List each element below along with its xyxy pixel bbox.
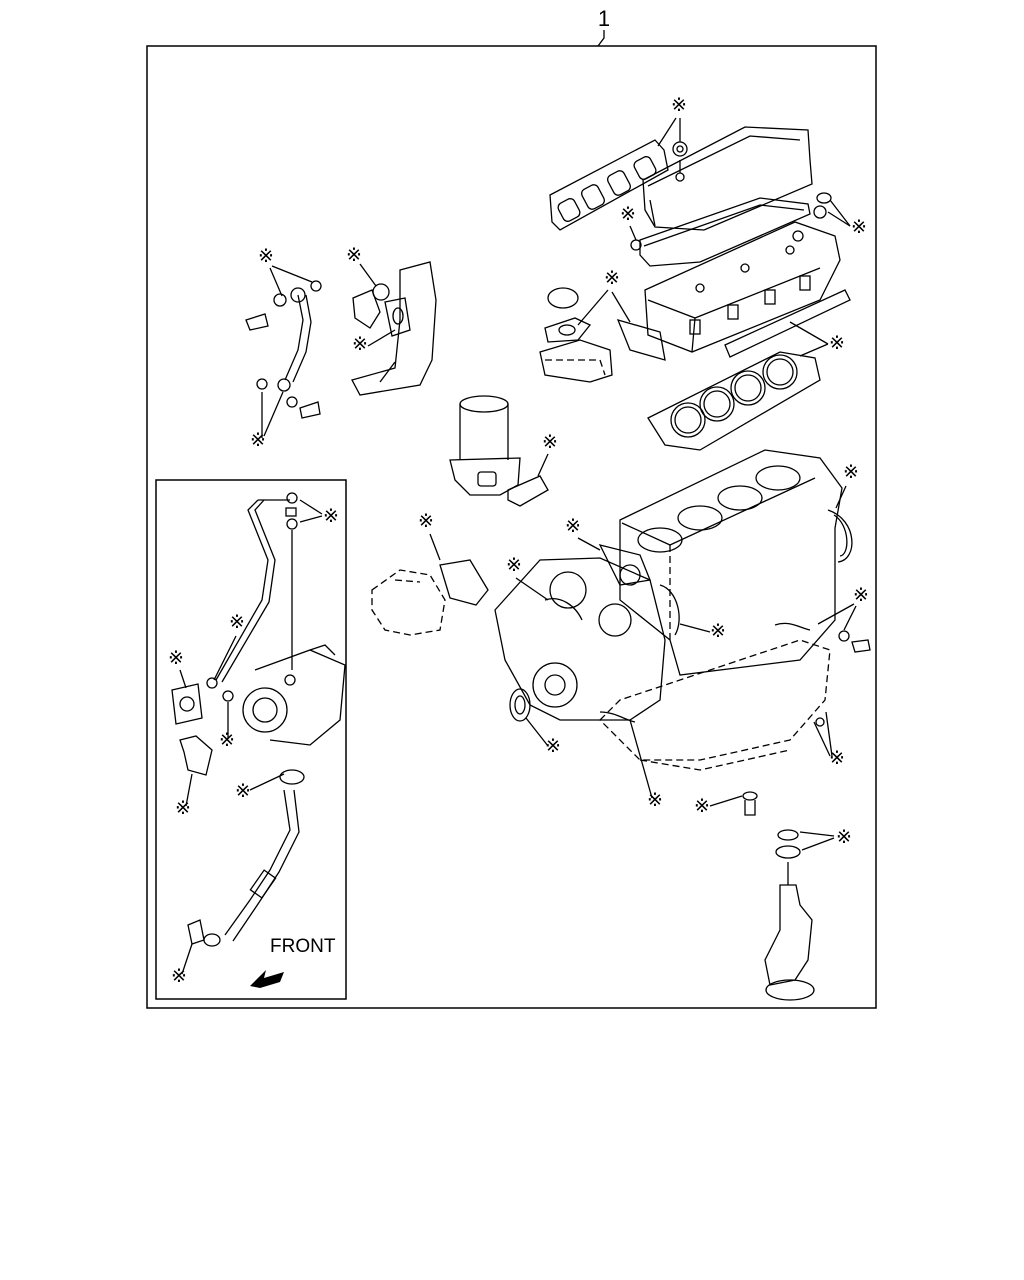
rocker-cover [642,126,813,231]
intake-manifold-gasket [724,289,851,358]
marker: ※ [851,216,867,238]
turbocharger [206,644,346,746]
turbo-oil-return-pipe [187,769,305,947]
marker: ※ [229,611,245,633]
marker: ※ [694,795,710,817]
oil-pan [599,622,871,771]
drain-plug [742,791,758,816]
marker: ※ [352,333,368,355]
marker: ※ [604,267,620,289]
head-gasket [647,351,821,451]
marker: ※ [565,515,581,537]
marker: ※ [175,797,191,819]
timing-case [494,544,666,721]
marker: ※ [710,620,726,642]
front-arrow-icon [250,970,284,988]
marker: ※ [168,647,184,669]
marker: ※ [235,780,251,802]
oil-filter [449,395,521,496]
item-number: 1 [598,6,610,31]
marker: ※ [545,735,561,757]
oil-pump [764,829,815,1001]
cylinder-head [644,221,841,353]
marker: ※ [258,245,274,267]
marker: ※ [323,505,339,527]
marker: ※ [829,332,845,354]
cylinder-block [619,449,843,676]
marker: ※ [542,431,558,453]
marker: ※ [620,203,636,225]
rocker-cover-gasket [639,197,811,267]
marker: ※ [829,747,845,769]
front-label: FRONT [270,936,336,957]
marker: ※ [671,94,687,116]
oil-filter-gasket [507,475,549,507]
water-return-pipe [245,280,322,419]
water-pipe [351,261,437,396]
front-cover-gasket [371,569,446,636]
marker: ※ [843,461,859,483]
marker: ※ [346,244,362,266]
marker: ※ [647,789,663,811]
marker: ※ [836,826,852,848]
turbo-oil-inlet-pipe [215,492,298,683]
marker: ※ [250,429,266,451]
outer-frame [146,45,877,1009]
marker-group: ※ ※ ※ ※ ※ ※ ※ ※ ※ ※ ※ ※ ※ ※ ※ ※ ※ [168,94,869,987]
marker: ※ [853,584,869,606]
marker: ※ [418,510,434,532]
exhaust-manifold-gasket [549,139,669,231]
marker: ※ [506,554,522,576]
marker: ※ [219,729,235,751]
turbo-flange-gaskets [171,683,213,776]
inset-frame [155,479,347,1000]
